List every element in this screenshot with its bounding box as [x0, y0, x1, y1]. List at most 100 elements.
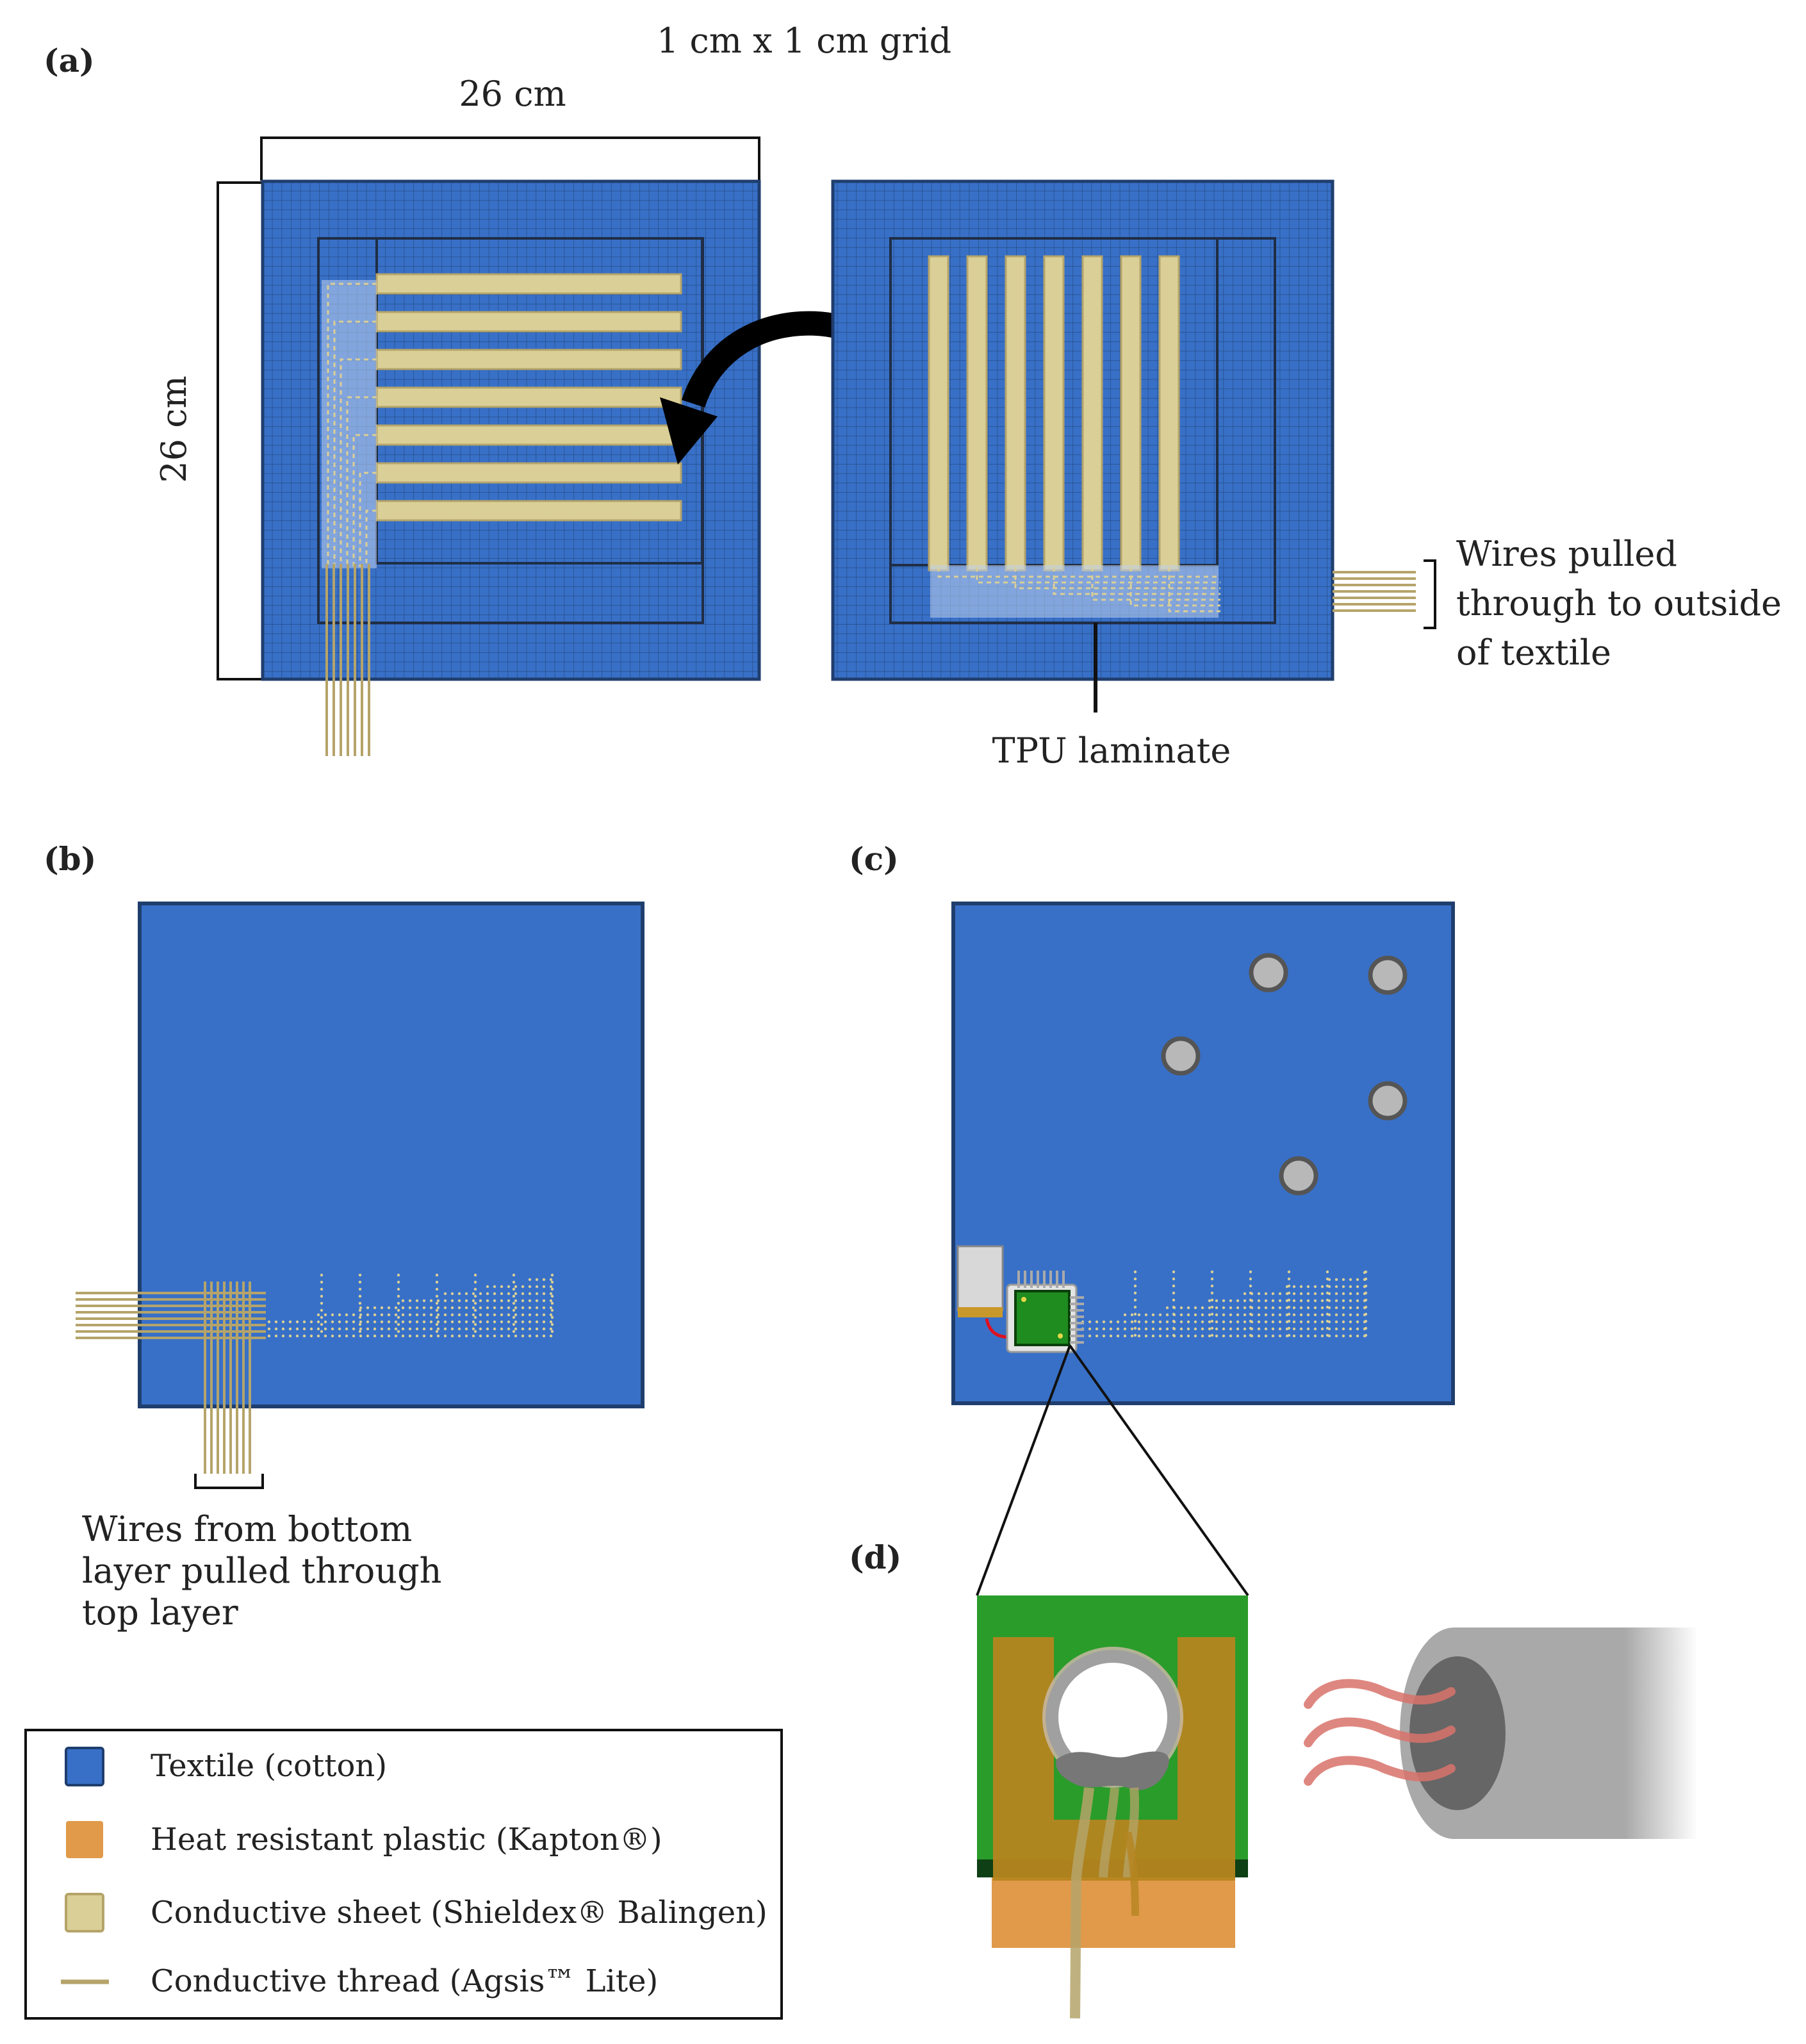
stitch-dot: [1356, 1285, 1359, 1289]
stitch-dot: [1133, 1291, 1137, 1295]
stitch-dot: [320, 1323, 324, 1326]
stitch-dot: [1326, 1277, 1329, 1281]
stitch-dot: [542, 1292, 546, 1296]
stitch-dot: [429, 1313, 433, 1317]
stitch-dot: [324, 1320, 327, 1324]
stitch-dot: [1278, 1313, 1282, 1317]
stitch-dot: [1229, 1320, 1233, 1324]
stitch-dot: [521, 1320, 525, 1324]
stitch-dot: [1364, 1270, 1368, 1274]
stitch-dot: [1088, 1327, 1092, 1331]
stitch-dot: [1299, 1285, 1303, 1289]
stitch-dot: [550, 1330, 554, 1333]
stitch-dot: [1264, 1299, 1268, 1303]
stitch-dot: [1243, 1334, 1247, 1338]
stitch-dot: [1215, 1306, 1219, 1310]
stitch-dot: [1158, 1320, 1162, 1324]
stitch-dot: [1236, 1313, 1240, 1317]
stitch-dot: [1306, 1334, 1310, 1338]
stitch-dot: [320, 1280, 324, 1284]
stitch-dot: [1210, 1270, 1214, 1274]
stitch-dot: [1313, 1299, 1317, 1303]
stitch-dot: [373, 1313, 377, 1317]
stitch-dot: [1201, 1306, 1204, 1310]
legend: Textile (cotton) Heat resistant plastic …: [24, 1729, 783, 2020]
stitch-dot: [1095, 1334, 1099, 1338]
stitch-dot: [549, 1313, 553, 1317]
stitch-dot: [1326, 1326, 1329, 1330]
stitch-dot: [408, 1327, 412, 1331]
stitch-trace: [1053, 567, 1220, 595]
stitch-dot: [1222, 1313, 1226, 1317]
stitch-dot: [324, 1334, 327, 1338]
stitch-dot: [1334, 1306, 1338, 1310]
stitch-dot: [1215, 1334, 1219, 1338]
stitch-dot: [1130, 1334, 1134, 1338]
stitch-dot: [473, 1330, 477, 1333]
stitch-dot: [345, 1320, 349, 1324]
stitch-dot: [358, 1301, 362, 1305]
stitch-dot: [436, 1306, 440, 1310]
stitch-dot: [1292, 1292, 1296, 1296]
stitch-trace: [1168, 567, 1220, 613]
stitch-dot: [401, 1299, 405, 1303]
electrode-strip-h: [375, 311, 682, 333]
stitch-dot: [472, 1313, 475, 1317]
stitch-dot: [535, 1334, 539, 1338]
wires-b-label-line-2: layer pulled through: [82, 1551, 441, 1591]
stitch-dot: [514, 1306, 518, 1310]
stitch-dot: [316, 1334, 320, 1338]
stitch-dot: [1133, 1284, 1137, 1288]
stitch-dot: [473, 1323, 477, 1326]
stitch-dot: [366, 1327, 370, 1331]
stitch-dot: [1116, 1327, 1120, 1331]
stitch-dot: [1299, 1306, 1303, 1310]
electrode-strip-v: [1081, 255, 1103, 572]
electrode-strip-v: [1043, 255, 1065, 572]
stitch-dot: [358, 1294, 362, 1298]
stitch-dot: [514, 1299, 518, 1303]
stitch-dot: [435, 1315, 439, 1319]
legend-label-textile: Textile (cotton): [151, 1748, 387, 1784]
stitch-trace: [352, 434, 377, 567]
stitch-dot: [486, 1334, 489, 1338]
stitch-dot: [1278, 1306, 1282, 1310]
stitch-dot: [295, 1327, 299, 1331]
stitch-dot: [408, 1306, 412, 1310]
panel-label-c: (c): [849, 840, 899, 878]
stitch-dot: [373, 1320, 377, 1324]
stitch-dot: [380, 1313, 384, 1317]
stitch-dot: [1320, 1334, 1324, 1338]
stitch-dot: [1109, 1327, 1113, 1331]
stitch-dot: [464, 1292, 468, 1296]
stitch-dot: [473, 1294, 477, 1298]
stitch-dot: [408, 1334, 412, 1338]
heat-waves-icon: [1304, 1679, 1456, 1786]
electrode-strip-h: [375, 462, 682, 484]
stitch-dot: [1264, 1292, 1268, 1296]
stitch-dot: [415, 1299, 419, 1303]
stitch-dot: [512, 1287, 516, 1291]
stitch-dot: [1356, 1334, 1359, 1338]
stitch-dot: [1278, 1320, 1282, 1324]
stitch-dot: [450, 1306, 454, 1310]
stitch-dot: [507, 1320, 511, 1324]
stitch-dot: [1095, 1327, 1099, 1331]
stitch-dot: [472, 1292, 475, 1296]
stitch-dot: [1137, 1320, 1141, 1324]
stitch-dot: [549, 1299, 553, 1303]
stitch-dot: [1299, 1313, 1303, 1317]
stitch-dot: [324, 1313, 327, 1317]
stitch-dot: [288, 1327, 292, 1331]
stitch-dot: [295, 1334, 299, 1338]
stitch-dot: [1158, 1313, 1162, 1317]
stitch-dot: [1299, 1327, 1303, 1331]
stitch-dot: [1172, 1319, 1176, 1323]
stitch-dot: [1334, 1313, 1338, 1317]
stitch-dot: [1342, 1299, 1345, 1303]
stitch-dot: [1210, 1326, 1214, 1330]
stitch-dot: [486, 1299, 489, 1303]
stitch-dot: [1201, 1313, 1204, 1317]
stitch-dot: [450, 1292, 454, 1296]
stitch-dot: [1165, 1327, 1169, 1331]
